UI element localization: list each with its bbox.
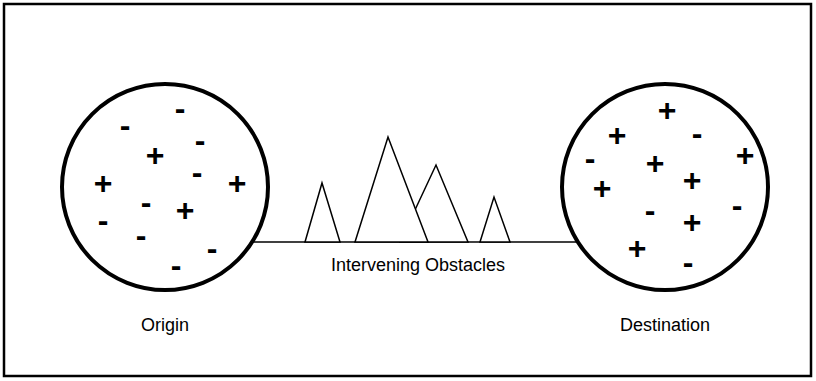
circle-shape <box>62 84 268 290</box>
factor-sign: - <box>192 156 203 188</box>
factor-sign: + <box>736 139 755 171</box>
factor-sign: - <box>120 109 131 141</box>
factor-sign: - <box>195 124 206 156</box>
circle-shape <box>562 84 768 290</box>
region-circle: Origin---+-++-+---- <box>60 82 270 292</box>
factor-sign: + <box>176 194 195 226</box>
factor-sign: - <box>175 92 186 124</box>
factor-sign: + <box>593 172 612 204</box>
factor-sign: + <box>628 232 647 264</box>
factor-sign: + <box>658 94 677 126</box>
region-heading: Origin <box>141 316 189 334</box>
factor-sign: - <box>98 204 109 236</box>
region-circle: Destination+-++-+++--++- <box>560 82 770 292</box>
factor-sign: - <box>207 232 218 264</box>
factor-sign: - <box>645 194 656 226</box>
factor-sign: + <box>94 167 113 199</box>
factor-sign: - <box>585 142 596 174</box>
frame-rect <box>4 4 811 376</box>
mountain-peak <box>480 197 510 242</box>
factor-sign: + <box>146 139 165 171</box>
factor-sign: + <box>228 167 247 199</box>
region-heading: Destination <box>620 316 710 334</box>
factor-sign: + <box>683 206 702 238</box>
factor-sign: - <box>692 117 703 149</box>
factor-sign: - <box>141 186 152 218</box>
factor-sign: - <box>683 246 694 278</box>
factor-sign: + <box>608 119 627 151</box>
mountain-peak <box>305 183 340 242</box>
factor-sign: - <box>732 189 743 221</box>
factor-sign: - <box>136 219 147 251</box>
factor-sign: + <box>683 164 702 196</box>
factor-sign: + <box>646 147 665 179</box>
factor-sign: - <box>171 249 182 281</box>
mountain-peak <box>355 137 428 242</box>
obstacle-label: Intervening Obstacles <box>329 256 507 276</box>
